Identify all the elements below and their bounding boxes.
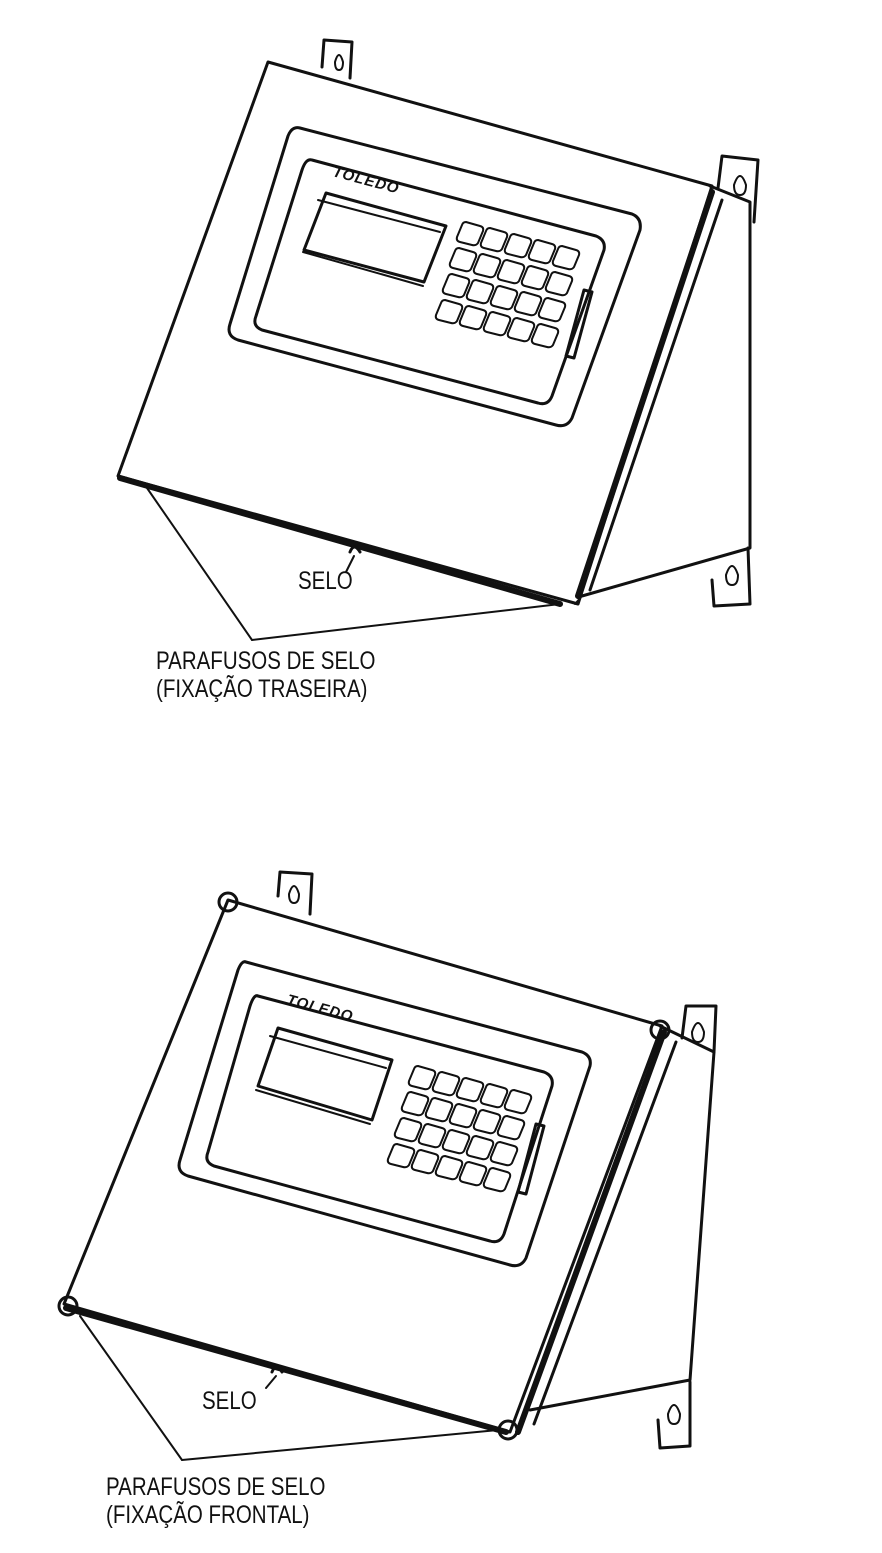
terminal-illustration-front: TOLEDO: [57, 870, 718, 1461]
screw-top-left: [217, 891, 239, 913]
display-window: [255, 1026, 394, 1125]
keypad-key: [407, 1065, 437, 1091]
keypad-key: [448, 1103, 478, 1129]
keypad-key: [448, 247, 478, 273]
mounting-bracket-right-bottom: [710, 546, 752, 608]
front-cover: [116, 60, 714, 607]
keypad-key: [472, 253, 502, 279]
keypad: [386, 1065, 533, 1193]
mounting-bracket-right-top: [680, 1004, 718, 1054]
leader-lines: [146, 487, 561, 641]
keypad-key: [520, 265, 550, 291]
keypad-key: [479, 1083, 509, 1109]
seal-mark: [348, 545, 362, 554]
terminal-illustration-rear: TOLEDO: [116, 38, 760, 641]
keypad-key: [455, 1077, 485, 1103]
seal-label: SELO: [298, 567, 353, 595]
keypad-key: [434, 1155, 464, 1181]
keypad-key: [489, 285, 519, 311]
keypad-key: [479, 227, 509, 253]
keypad-key: [472, 1109, 502, 1135]
keypad-key: [465, 1135, 495, 1161]
mounting-bracket-top: [276, 870, 314, 916]
keypad-key: [506, 317, 536, 343]
screw-top-right: [649, 1019, 671, 1041]
keypad-key: [496, 259, 526, 285]
screws-label-line2: (FIXAÇÃO FRONTAL): [106, 1501, 310, 1529]
front-panel-bezel: [227, 126, 642, 428]
brand-logo: TOLEDO: [285, 991, 355, 1025]
keypad-key: [424, 1097, 454, 1123]
screw-bottom-left: [57, 1295, 79, 1317]
keypad-key: [434, 299, 464, 325]
seal-mark: [270, 1365, 284, 1374]
keypad-key: [410, 1149, 440, 1175]
keypad-key: [537, 297, 567, 323]
figure-front-fixing: TOLEDO SELO PARAFUSOS DE SELO (FIXAÇÃO F…: [0, 820, 882, 1553]
keypad-key: [431, 1071, 461, 1097]
screws-label-line1: PARAFUSOS DE SELO: [156, 647, 376, 675]
keypad-key: [544, 271, 574, 297]
leader-lines: [79, 1315, 499, 1461]
front-panel-bezel: [177, 960, 592, 1268]
keypad-key: [386, 1143, 416, 1169]
mounting-bracket-right-bottom: [656, 1380, 692, 1450]
keypad-key: [458, 305, 488, 331]
keypad-key: [458, 1161, 488, 1187]
keypad-key: [530, 323, 560, 349]
mounting-bracket-top: [320, 38, 354, 80]
keypad-key: [482, 311, 512, 337]
brand-logo: TOLEDO: [331, 163, 401, 197]
seal-label: SELO: [202, 1387, 257, 1415]
keypad-key: [513, 291, 543, 317]
keypad: [434, 221, 581, 349]
corner-screws: [57, 891, 671, 1441]
keypad-key: [441, 273, 471, 299]
mounting-bracket-right-top: [716, 154, 760, 224]
keypad-key: [503, 233, 533, 259]
keypad-key: [527, 239, 557, 265]
side-slot: [564, 288, 594, 360]
keypad-key: [465, 279, 495, 305]
screws-label-line2: (FIXAÇÃO TRASEIRA): [156, 675, 368, 703]
keypad-key: [393, 1117, 423, 1143]
keypad-key: [489, 1141, 519, 1167]
keypad-key: [551, 245, 581, 271]
keypad-key: [482, 1167, 512, 1193]
side-slot: [516, 1122, 546, 1196]
front-cover: [62, 898, 664, 1435]
keypad-key: [400, 1091, 430, 1117]
display-window: [302, 191, 448, 287]
screws-label-line1: PARAFUSOS DE SELO: [106, 1473, 326, 1501]
housing-side: [515, 1024, 716, 1435]
keypad-key: [503, 1089, 533, 1115]
figure-rear-fixing: TOLEDO SELO PARAFUSOS DE SELO (FIXAÇÃO T…: [0, 0, 882, 760]
keypad-key: [496, 1115, 526, 1141]
keypad-key: [417, 1123, 447, 1149]
keypad-key: [455, 221, 485, 247]
keypad-key: [441, 1129, 471, 1155]
